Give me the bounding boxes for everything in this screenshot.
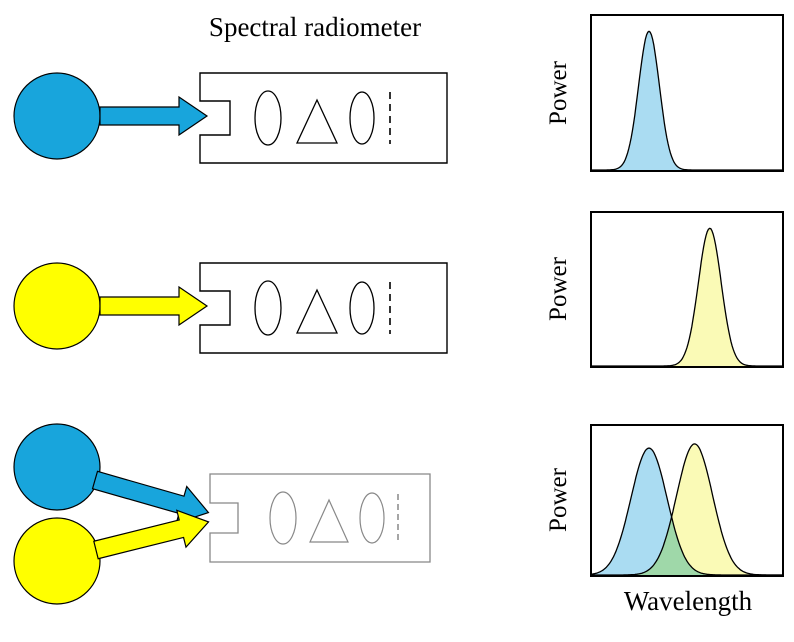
prism-icon xyxy=(309,498,349,543)
radiometer-box xyxy=(199,262,448,354)
plot2-ylabel: Power xyxy=(545,257,572,321)
lens-icon xyxy=(254,280,282,336)
row-blue-source xyxy=(13,72,448,164)
plot2-yellow-spectrum-chart xyxy=(592,227,782,366)
blue-source-spectrum-outline xyxy=(592,447,782,575)
row-combined-sources xyxy=(13,423,431,605)
plot1-blue-spectrum-chart xyxy=(592,30,782,170)
spectra-overlap-fill xyxy=(592,516,782,575)
yellow-source-spectrum-outline xyxy=(592,443,782,575)
yellow-beam-arrow-icon xyxy=(99,285,209,327)
blue-light-source-circle xyxy=(13,423,101,511)
lens-icon xyxy=(349,281,375,335)
blue-light-source-circle xyxy=(13,72,101,160)
lens-icon xyxy=(254,90,282,146)
blue-source-spectrum-fill xyxy=(592,31,782,170)
yellow-light-source-circle xyxy=(13,262,101,350)
yellow-source-spectrum-fill xyxy=(592,443,782,575)
yellow-source-spectrum-outline xyxy=(592,227,782,366)
plot3-combined-spectrum-chart xyxy=(592,443,782,575)
lens-icon xyxy=(349,91,375,145)
blue-source-spectrum-fill xyxy=(592,448,782,575)
blue-beam-arrow-icon xyxy=(99,95,209,137)
radiometer-box xyxy=(209,473,431,563)
plot2-frame xyxy=(590,211,784,368)
lens-icon xyxy=(359,492,385,544)
yellow-beam-arrow-icon xyxy=(93,509,210,560)
row-yellow-source xyxy=(13,262,448,354)
plot3-ylabel: Power xyxy=(545,468,572,532)
prism-icon xyxy=(295,288,339,334)
blue-source-spectrum-outline xyxy=(592,30,782,170)
plot1-ylabel: Power xyxy=(545,61,572,125)
sources-and-radiometers-graphic xyxy=(13,72,448,605)
prism-icon xyxy=(295,98,339,144)
radiometer-box xyxy=(199,72,448,164)
plot3-frame xyxy=(590,424,784,577)
plot1-frame xyxy=(590,14,784,172)
wavelength-axis-label: Wavelength xyxy=(623,586,753,616)
yellow-light-source-circle xyxy=(13,517,101,605)
diagram-title: Spectral radiometer xyxy=(208,12,422,42)
lens-icon xyxy=(269,491,297,545)
